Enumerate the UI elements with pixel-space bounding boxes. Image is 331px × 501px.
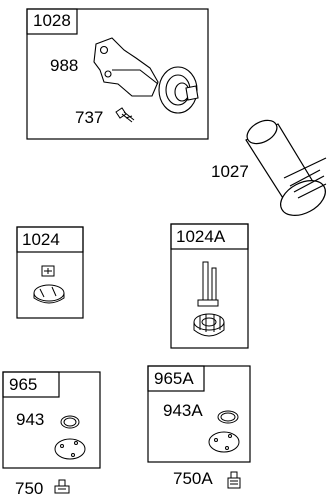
kit-1028-frame — [26, 8, 209, 140]
kit-965-label-box — [2, 371, 60, 398]
kit-1024-label: 1024 — [22, 230, 60, 249]
dipstick-tube-drawing — [193, 261, 225, 337]
oil-filter-adapter-drawing — [93, 37, 199, 114]
part-750a-label: 750A — [173, 469, 213, 488]
part-988-label: 988 — [50, 56, 79, 75]
kit-1024a-label-box — [170, 223, 249, 250]
part-750-label: 750 — [15, 479, 44, 498]
part-943a-label: 943A — [163, 401, 203, 420]
kit-1024a-label: 1024A — [176, 227, 226, 246]
kit-1028-label: 1028 — [33, 11, 71, 30]
screw-drawing — [115, 107, 135, 123]
cover-965a-drawing — [208, 410, 240, 453]
kit-1024-label-box — [16, 226, 84, 253]
plug-750-drawing — [54, 479, 70, 494]
kit-965a-label: 965A — [154, 369, 194, 388]
kit-965-label: 965 — [9, 375, 38, 394]
part-737-label: 737 — [75, 108, 104, 127]
oil-filter-drawing — [245, 119, 327, 216]
plug-750a-drawing — [227, 471, 241, 489]
cover-965-drawing — [54, 415, 86, 460]
part-943-label: 943 — [16, 410, 45, 429]
dipstick-cap-drawing — [33, 265, 65, 304]
part-1027-label: 1027 — [211, 162, 249, 181]
kit-965a-label-box — [147, 365, 205, 392]
kit-1028-label-box — [26, 8, 78, 35]
